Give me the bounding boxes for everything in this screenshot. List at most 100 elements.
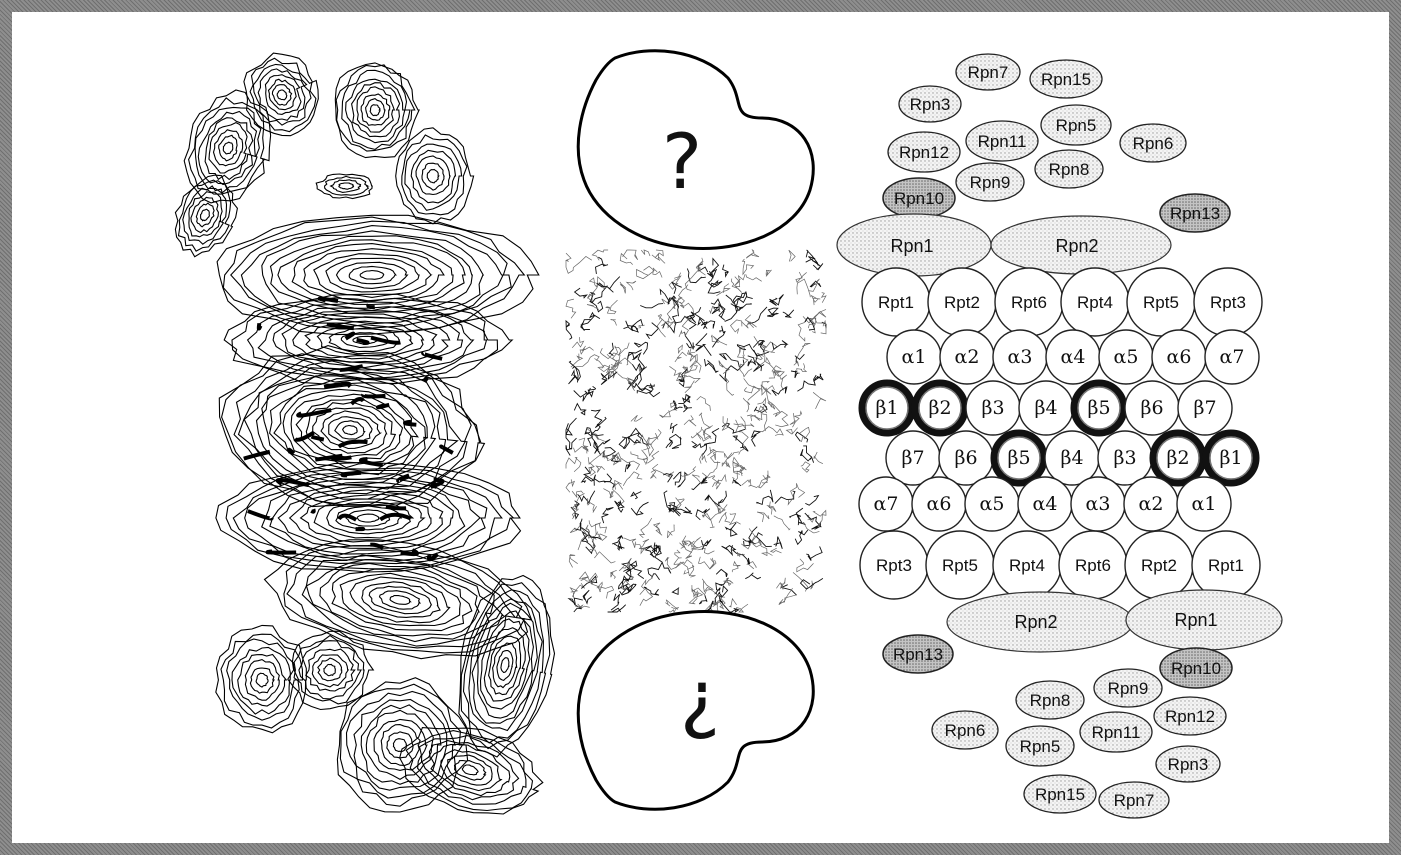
backbone-trace <box>576 355 599 367</box>
backbone-trace <box>697 397 711 411</box>
bottom-alpha-subunit: α5 <box>965 477 1019 531</box>
svg-text:β2: β2 <box>928 397 951 419</box>
bottom-rpn1: Rpn1 <box>1126 590 1282 650</box>
contour-line <box>274 385 427 475</box>
backbone-trace <box>611 320 617 326</box>
contour-line <box>284 546 525 653</box>
backbone-trace <box>623 250 638 260</box>
backbone-trace <box>673 472 681 485</box>
backbone-trace <box>570 583 584 597</box>
top-beta-subunit: β2 <box>915 383 965 433</box>
svg-text:Rpn2: Rpn2 <box>1055 236 1098 256</box>
contour-line <box>195 107 261 193</box>
svg-text:Rpn1: Rpn1 <box>890 236 933 256</box>
svg-text:α4: α4 <box>1061 346 1086 368</box>
atomic-model-squiggle-icon <box>566 250 826 612</box>
backbone-trace <box>572 491 583 497</box>
bottom-rpt-subunit: Rpt1 <box>1192 531 1260 599</box>
svg-text:β5: β5 <box>1007 447 1030 469</box>
dense-contour <box>312 437 324 440</box>
backbone-trace <box>578 491 595 503</box>
dense-contour <box>268 552 297 553</box>
dense-contour <box>363 395 385 397</box>
backbone-trace <box>591 293 603 312</box>
backbone-trace <box>795 530 808 544</box>
backbone-trace <box>631 502 648 515</box>
contour-line <box>418 736 526 805</box>
backbone-trace <box>604 474 615 487</box>
backbone-trace <box>783 310 794 318</box>
backbone-trace <box>723 265 729 277</box>
contour-line <box>427 170 439 183</box>
svg-text:Rpn15: Rpn15 <box>1035 785 1085 804</box>
top-rpt-subunit: Rpt4 <box>1061 268 1129 336</box>
backbone-trace <box>719 491 726 503</box>
contour-line <box>314 254 431 298</box>
svg-text:β5: β5 <box>1087 397 1110 419</box>
backbone-trace <box>647 323 659 339</box>
svg-text:Rpn9: Rpn9 <box>970 173 1011 192</box>
backbone-trace <box>734 417 746 429</box>
svg-text:α7: α7 <box>874 493 899 515</box>
backbone-trace <box>746 275 762 282</box>
top-rpn-subunit-shaded: Rpn10 <box>883 178 955 218</box>
top-alpha-ring: α1α2α3α4α5α6α7 <box>887 330 1259 384</box>
contour-line <box>318 658 342 681</box>
svg-text:α7: α7 <box>1220 346 1245 368</box>
backbone-trace <box>696 258 705 275</box>
backbone-trace <box>625 463 630 472</box>
backbone-trace <box>789 250 795 261</box>
backbone-trace <box>631 492 641 499</box>
backbone-trace <box>589 463 595 476</box>
bottom-alpha-subunit: α6 <box>912 477 966 531</box>
backbone-trace <box>663 474 672 483</box>
backbone-trace <box>772 386 787 395</box>
backbone-trace <box>650 464 658 478</box>
contour-line <box>253 64 311 125</box>
contour-line <box>250 58 316 131</box>
backbone-trace <box>679 369 687 387</box>
contour-line <box>278 240 465 311</box>
backbone-trace <box>744 386 759 400</box>
svg-text:β3: β3 <box>981 397 1004 419</box>
backbone-trace <box>684 415 696 426</box>
backbone-trace <box>797 559 814 572</box>
backbone-trace <box>801 462 810 472</box>
backbone-trace <box>580 346 594 354</box>
backbone-trace <box>774 516 790 530</box>
backbone-trace <box>566 418 577 435</box>
dense-contour <box>278 480 309 485</box>
svg-text:α2: α2 <box>1139 493 1164 515</box>
backbone-trace <box>742 479 759 487</box>
svg-text:α4: α4 <box>1033 493 1058 515</box>
backbone-trace <box>757 512 769 522</box>
backbone-trace <box>683 405 692 413</box>
contour-line <box>493 643 517 688</box>
backbone-trace <box>640 304 663 308</box>
backbone-trace <box>797 375 816 391</box>
backbone-trace <box>683 367 693 381</box>
backbone-trace <box>696 333 712 355</box>
contour-line <box>179 180 231 251</box>
backbone-trace <box>698 318 715 328</box>
backbone-trace <box>680 541 695 549</box>
top-rpn-subunit: Rpn15 <box>1030 60 1102 98</box>
backbone-trace <box>771 548 782 553</box>
svg-text:α6: α6 <box>927 493 952 515</box>
top-rpt-subunit: Rpt1 <box>862 268 930 336</box>
dense-contour <box>386 507 406 509</box>
svg-text:Rpn6: Rpn6 <box>1133 134 1174 153</box>
svg-text:α1: α1 <box>1192 493 1217 515</box>
bottom-beta-subunit: β2 <box>1153 433 1203 483</box>
bottom-rpn2: Rpn2 <box>947 592 1133 652</box>
contour-line <box>191 197 219 232</box>
contour-line <box>346 79 405 143</box>
svg-text:Rpt6: Rpt6 <box>1075 556 1111 575</box>
contour-line <box>312 655 348 687</box>
backbone-trace <box>566 438 577 455</box>
backbone-trace <box>752 431 760 447</box>
svg-text:β2: β2 <box>1166 447 1189 469</box>
backbone-trace <box>569 598 583 612</box>
svg-text:Rpt1: Rpt1 <box>878 293 914 312</box>
backbone-trace <box>805 496 818 506</box>
